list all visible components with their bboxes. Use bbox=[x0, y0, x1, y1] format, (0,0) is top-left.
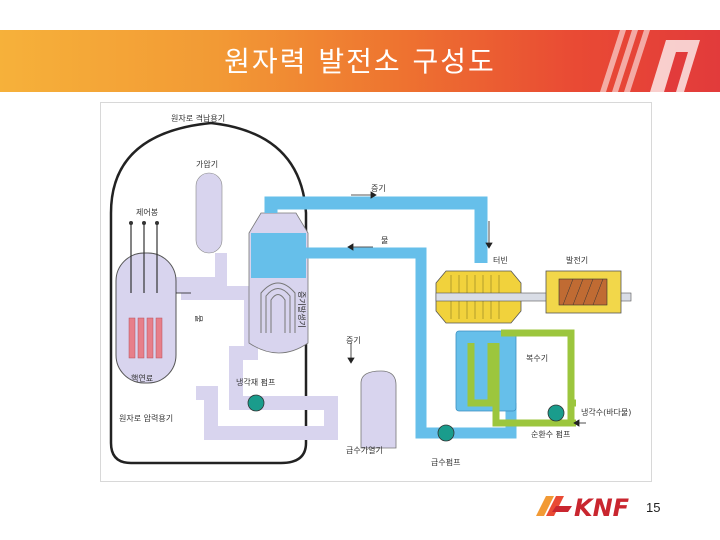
control-rods bbox=[130, 223, 158, 293]
feedwater-pump-shape bbox=[437, 424, 455, 442]
containment-building bbox=[109, 121, 308, 465]
condenser bbox=[455, 330, 517, 412]
page-title: 원자력 발전소 구성도 bbox=[224, 45, 496, 78]
steam-generator-tubes bbox=[260, 282, 296, 333]
label-circulating-pump: 순환수 펌프 bbox=[531, 429, 570, 439]
reactor-vessel bbox=[115, 252, 177, 384]
label-water-small: 물 bbox=[194, 315, 203, 322]
feedwater-heater bbox=[360, 370, 397, 449]
label-cooling-water: 냉각수(바다물) bbox=[581, 407, 631, 417]
coolant-pump bbox=[247, 394, 265, 412]
knf-logo-icon bbox=[536, 496, 572, 516]
banner-stripes-decoration bbox=[600, 30, 700, 92]
circulating-pump-shape bbox=[547, 404, 565, 422]
fuel-rods bbox=[128, 317, 163, 359]
header-banner: 원자력 발전소 구성도 bbox=[0, 30, 720, 92]
diagram-canvas: 원자로 격납용기 가압기 제어봉 핵연료 원자로 압력용기 냉각재 펌프 증기발… bbox=[109, 113, 631, 467]
label-feedwater-pump: 급수펌프 bbox=[431, 457, 460, 467]
label-feedwater-heater: 급수가열기 bbox=[346, 446, 383, 455]
label-steam-small: 증기 bbox=[346, 336, 361, 345]
label-pressurizer: 가압기 bbox=[196, 160, 218, 169]
nuclear-plant-diagram: 원자로 격납용기 가압기 제어봉 핵연료 원자로 압력용기 냉각재 펌프 증기발… bbox=[100, 102, 652, 482]
pressurizer bbox=[195, 172, 223, 254]
label-containment: 원자로 격납용기 bbox=[171, 113, 225, 123]
label-condenser: 복수기 bbox=[526, 354, 548, 363]
steam-pipe bbox=[264, 196, 488, 263]
page-number: 15 bbox=[646, 500, 661, 515]
label-reactor-core: 핵연료 bbox=[131, 373, 153, 383]
primary-loop-pipe-2 bbox=[175, 253, 227, 293]
label-control-rods: 제어봉 bbox=[136, 207, 158, 217]
label-turbine: 터빈 bbox=[493, 256, 508, 265]
cooling-water-intake bbox=[496, 399, 576, 427]
label-coolant-pump: 냉각재 펌프 bbox=[236, 377, 275, 387]
label-generator: 발전기 bbox=[566, 255, 588, 265]
label-reactor-vessel: 원자로 압력용기 bbox=[119, 413, 173, 423]
label-steam-generator: 증기발생기 bbox=[297, 291, 307, 328]
label-water: 물 bbox=[381, 236, 388, 245]
label-steam: 증기 bbox=[371, 184, 386, 193]
knf-logo-text: KNF bbox=[574, 494, 630, 522]
